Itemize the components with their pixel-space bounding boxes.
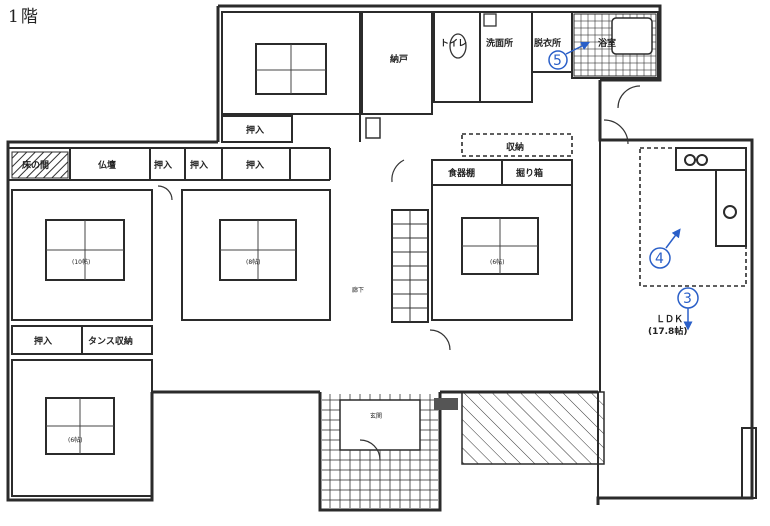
hatched-floor [461, 391, 605, 465]
label-tansu: タンス収納 [88, 335, 133, 347]
toilet-fixture [449, 33, 467, 59]
label-tokonoma: 床の間 [22, 159, 49, 171]
label-oshiire-a: 押入 [154, 159, 172, 171]
label-datsuijo: 脱衣所 [534, 37, 561, 49]
floor-label: 1階 [8, 7, 40, 27]
marker-4: 4 [649, 228, 681, 269]
label-toilet: トイレ [440, 38, 467, 49]
label-washitsu-3-size: (6帖) [490, 258, 505, 266]
label-nando: 納戸 [390, 53, 408, 65]
label-washitsu-4-size: (6帖) [68, 436, 83, 444]
label-shuno: 収納 [506, 141, 524, 153]
photo-markers: 5 4 3 [548, 41, 699, 331]
tokonoma-floor [11, 151, 69, 179]
label-yokushitsu: 浴室 [598, 37, 616, 49]
sink-fixture [483, 13, 497, 27]
bathtub [611, 17, 653, 55]
room-labels: 納戸 トイレ 洗面所 脱衣所 浴室 押入 床の間 仏壇 押入 押入 押入 押入 … [22, 37, 687, 444]
label-oshiire-left: 押入 [34, 335, 52, 347]
svg-text:5: 5 [553, 53, 562, 69]
marker-3: 3 [677, 287, 699, 331]
small-closet [365, 117, 381, 139]
genkan-area [339, 399, 421, 451]
label-hori-bako: 掘り箱 [516, 167, 543, 179]
label-shokkidana: 食器棚 [447, 167, 475, 179]
label-oshiire-top: 押入 [246, 124, 264, 136]
label-oshiire-b: 押入 [190, 159, 208, 171]
stair-treads [392, 210, 428, 322]
svg-text:4: 4 [655, 251, 664, 267]
label-genkan: 玄関 [370, 412, 382, 420]
label-rouka: 廊下 [352, 286, 364, 294]
label-oshiire-c: 押入 [246, 159, 264, 171]
shoe-box [434, 398, 458, 410]
dashed-lines [461, 133, 747, 287]
label-senmenjo: 洗面所 [486, 37, 513, 49]
label-washitsu-2-size: (8帖) [246, 258, 261, 266]
label-butsudan: 仏壇 [97, 159, 116, 171]
svg-text:3: 3 [683, 291, 692, 307]
label-ldk-size: (17.8帖) [648, 325, 687, 337]
label-ldk: ＬＤＫ [656, 314, 683, 325]
door-swings [157, 85, 641, 461]
label-washitsu-1-size: (10帖) [72, 258, 90, 266]
tatami-lines [46, 44, 538, 454]
marker-5: 5 [548, 41, 591, 70]
